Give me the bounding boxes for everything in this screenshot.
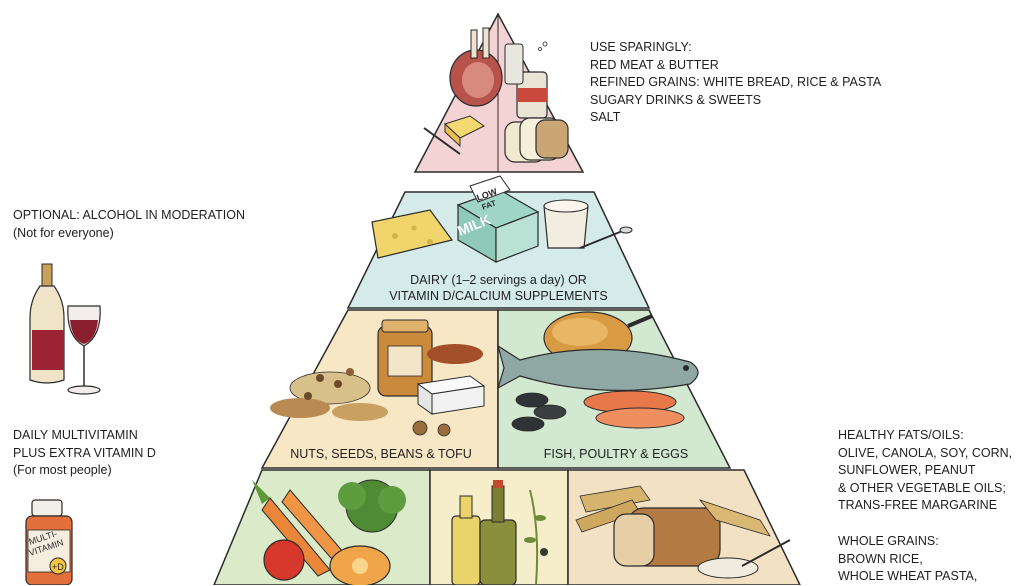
- yogurt-cup-icon: [543, 199, 633, 249]
- healthy-fats-item: TRANS-FREE MARGARINE: [838, 498, 998, 512]
- tofu-icon: [416, 375, 486, 415]
- optional-alcohol-line2: (Not for everyone): [13, 225, 114, 240]
- dairy-label-line2: VITAMIN D/CALCIUM SUPPLEMENTS: [389, 289, 608, 303]
- wine-bottle-and-glass-icon: [29, 263, 101, 395]
- multivitamin-line3: (For most people): [13, 463, 112, 477]
- butter-icon: [423, 115, 485, 155]
- sparingly-item: SUGARY DRINKS & SWEETS: [590, 92, 762, 107]
- fish-icon: [497, 344, 699, 391]
- whole-grains-item: WHOLE WHEAT PASTA,: [838, 569, 978, 583]
- optional-alcohol-text: OPTIONAL: ALCOHOL IN MODERATION (Not for…: [13, 207, 245, 242]
- nuts-and-beans-icon: [270, 344, 483, 437]
- bottom-tier: [213, 469, 801, 585]
- mussels-icon: [511, 392, 567, 432]
- multivitamin-line2: PLUS EXTRA VITAMIN D: [13, 445, 156, 460]
- cheese-icon: [371, 209, 454, 259]
- milk-carton-icon: LOW FAT MILK: [455, 175, 540, 264]
- dairy-label: DAIRY (1–2 servings a day) OR VITAMIN D/…: [348, 272, 649, 304]
- sparingly-item: REFINED GRAINS: WHITE BREAD, RICE & PAST…: [590, 75, 882, 89]
- top-tier: [413, 12, 585, 173]
- whole-grain-bread-icon: [575, 485, 791, 579]
- use-sparingly-heading: USE SPARINGLY:: [590, 40, 692, 54]
- healthy-fats-heading: HEALTHY FATS/OILS:: [838, 428, 964, 442]
- healthy-fats-item: & OTHER VEGETABLE OILS;: [838, 480, 1006, 495]
- red-meat-icon: [449, 27, 503, 107]
- fish-poultry-label: FISH, POULTRY & EGGS: [543, 447, 689, 461]
- bottle-label-3: +D: [52, 562, 64, 572]
- protein-tier: [260, 309, 732, 469]
- whole-grains-heading: WHOLE GRAINS:: [838, 534, 939, 548]
- peanut-butter-jar-icon: [377, 319, 433, 397]
- healthy-fats-item: OLIVE, CANOLA, SOY, CORN,: [838, 445, 1013, 460]
- dairy-label-line1: DAIRY (1–2 servings a day) OR: [410, 273, 587, 287]
- dairy-tier: LOW FAT MILK: [346, 175, 651, 309]
- healthy-fats-item: SUNFLOWER, PEANUT: [838, 463, 976, 477]
- vegetables-icon: [252, 479, 406, 585]
- multivitamin-line1: DAILY MULTIVITAMIN: [13, 428, 138, 442]
- whole-grains-text: WHOLE GRAINS: BROWN RICE, WHOLE WHEAT PA…: [838, 533, 977, 586]
- multivitamin-bottle-icon: MULTI- VITAMIN +D: [25, 499, 73, 585]
- white-bread-icon: [504, 117, 569, 163]
- multivitamin-text: DAILY MULTIVITAMIN PLUS EXTRA VITAMIN D …: [13, 427, 156, 480]
- optional-alcohol-line1: OPTIONAL: ALCOHOL IN MODERATION: [13, 208, 245, 222]
- nuts-seeds-label: NUTS, SEEDS, BEANS & TOFU: [290, 447, 472, 461]
- healthy-fats-text: HEALTHY FATS/OILS: OLIVE, CANOLA, SOY, C…: [838, 427, 1012, 515]
- sparingly-item: SALT: [590, 110, 621, 124]
- sparingly-item: RED MEAT & BUTTER: [590, 57, 719, 72]
- use-sparingly-text: USE SPARINGLY: RED MEAT & BUTTER REFINED…: [590, 39, 881, 127]
- salmon-fillet-icon: [583, 390, 685, 429]
- whole-grains-item: BROWN RICE,: [838, 551, 923, 566]
- oil-bottles-icon: [451, 480, 548, 585]
